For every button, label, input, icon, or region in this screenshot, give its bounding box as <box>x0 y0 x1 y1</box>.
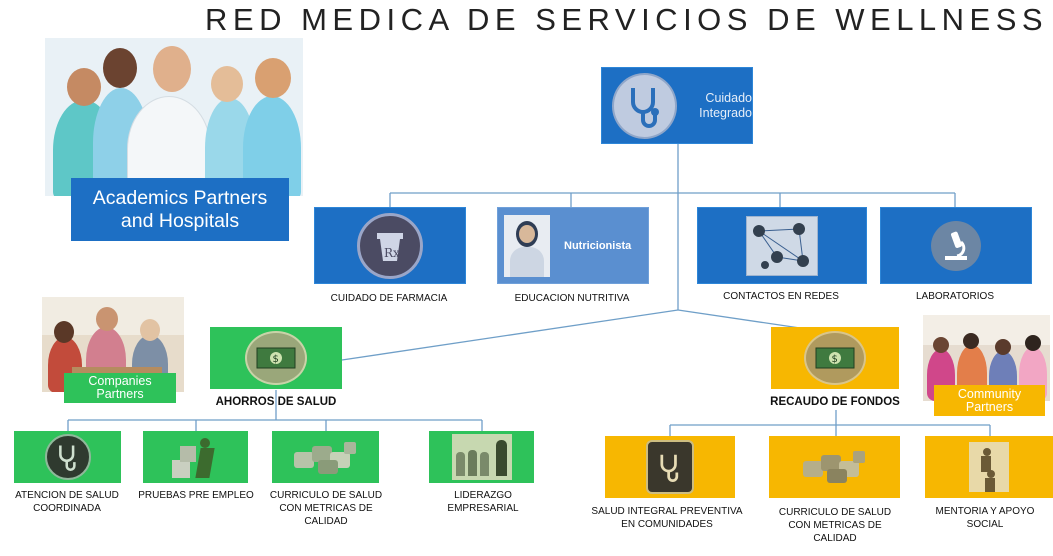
leader-group-icon <box>451 434 512 480</box>
salud-integral-node[interactable] <box>605 436 735 498</box>
money-icon: $ <box>245 331 307 385</box>
climbing-help-icon <box>969 442 1009 492</box>
stethoscope-icon <box>612 72 678 139</box>
mentoria-node[interactable] <box>925 436 1053 498</box>
ahorros-node[interactable]: $ <box>210 327 342 389</box>
recaudo-node[interactable]: $ <box>771 327 899 389</box>
network-contacts-icon <box>746 215 818 276</box>
nutritionist-icon <box>504 214 550 277</box>
page-title: RED MEDICA DE SERVICIOS DE WELLNESS <box>205 2 1049 37</box>
ahorros-label: AHORROS DE SALUD <box>215 396 337 408</box>
svg-text:Rx: Rx <box>384 246 400 260</box>
tier1-caption-redes: CONTACTOS EN REDES <box>723 291 839 302</box>
stethoscope-icon <box>646 440 694 494</box>
laboratorios-node[interactable] <box>880 207 1032 284</box>
pharmacy-rx-icon: Rx <box>357 212 423 279</box>
ahorros-child-caption-pruebas: PRUEBAS PRE EMPLEO <box>138 490 254 501</box>
tier1-caption-nutricion: EDUCACION NUTRITIVA <box>514 293 630 304</box>
pruebas-node[interactable] <box>143 431 248 483</box>
nutricion-node[interactable]: Nutricionista <box>497 207 649 284</box>
recaudo-child-caption-mentoria: MENTORIA Y APOYO SOCIAL <box>935 506 1035 530</box>
atencion-node[interactable] <box>14 431 121 483</box>
ahorros-child-caption-curriculo: CURRICULO DE SALUD CON METRICAS DE CALID… <box>269 490 383 527</box>
farmacia-node[interactable]: Rx <box>314 207 466 284</box>
puzzle-people-icon <box>802 447 867 487</box>
recaudo-child-caption-salud: SALUD INTEGRAL PREVENTIVA EN COMUNIDADES <box>591 506 743 530</box>
curriculo-ahorros-node[interactable] <box>272 431 379 483</box>
root-label-line2: Integrado <box>699 105 752 120</box>
liderazgo-node[interactable] <box>429 431 534 483</box>
ahorros-child-caption-atencion: ATENCION DE SALUD COORDINADA <box>15 490 119 514</box>
puzzle-people-icon <box>293 438 358 476</box>
academics-photo <box>45 38 303 196</box>
money-icon: $ <box>804 331 866 385</box>
community-partners-label: Community Partners <box>934 385 1045 416</box>
tier1-caption-laboratorios: LABORATORIOS <box>916 291 994 302</box>
svg-text:$: $ <box>273 354 279 365</box>
svg-text:$: $ <box>832 354 838 365</box>
worker-boxes-icon <box>170 434 222 480</box>
redes-node[interactable] <box>697 207 867 284</box>
academics-partners-label: Academics Partners and Hospitals <box>71 178 289 241</box>
companies-partners-label: Companies Partners <box>64 373 176 403</box>
curriculo-recaudo-node[interactable] <box>769 436 900 498</box>
tier1-caption-farmacia: CUIDADO DE FARMACIA <box>330 293 448 304</box>
recaudo-label: RECAUDO DE FONDOS <box>770 396 900 408</box>
cuidado-integrado-node[interactable]: Cuidado Integrado <box>601 67 753 144</box>
root-label-line1: Cuidado <box>705 90 752 105</box>
recaudo-child-caption-curriculo: CURRICULO DE SALUD CON METRICAS DE CALID… <box>778 507 892 544</box>
nutricionista-label: Nutricionista <box>564 239 632 252</box>
stethoscope-icon <box>44 434 91 480</box>
microscope-icon <box>931 220 981 271</box>
ahorros-child-caption-liderazgo: LIDERAZGO EMPRESARIAL <box>447 490 519 514</box>
